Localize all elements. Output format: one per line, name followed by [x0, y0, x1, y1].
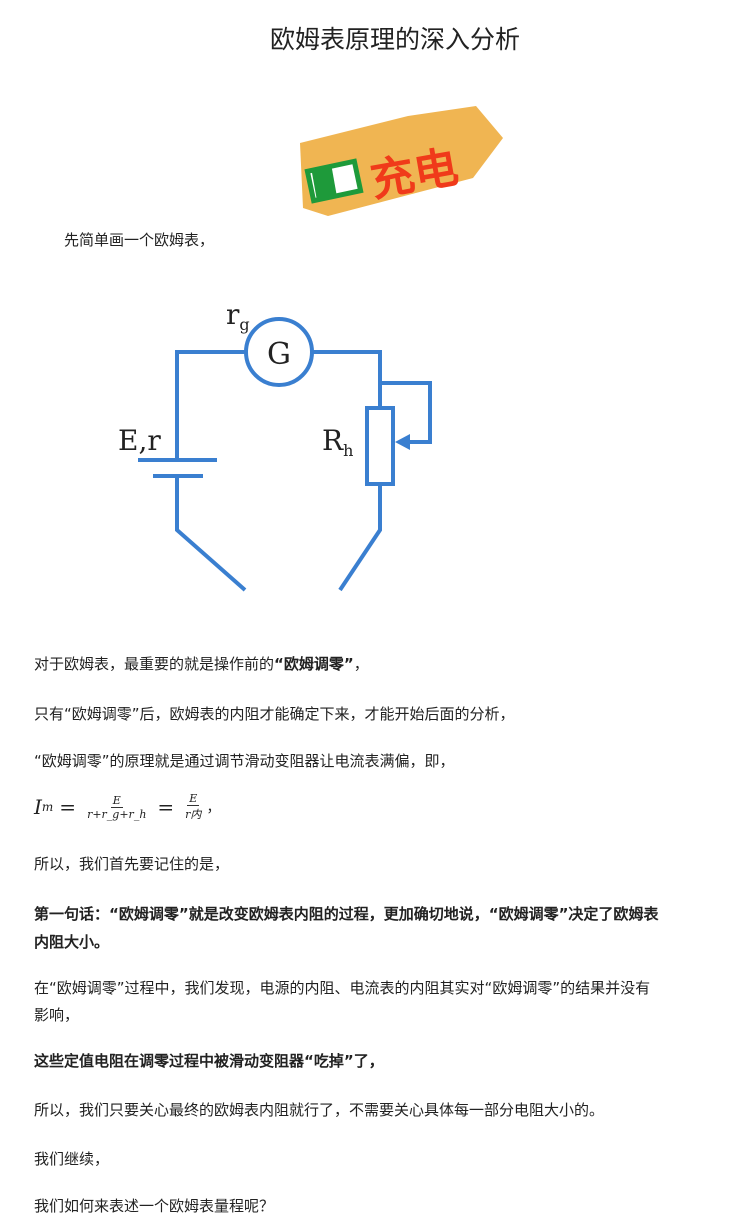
paragraph-5-line-2: 内阻大小。: [34, 933, 110, 951]
paragraph-5-line-1: 第一句话：“欧姆调零”就是改变欧姆表内阻的过程，更加确切地说，“欧姆调零”决定了…: [34, 905, 659, 923]
battery-label: E,r: [118, 424, 161, 457]
page-title: 欧姆表原理的深入分析: [269, 25, 520, 54]
paragraph-6-line-2: 影响，: [34, 1006, 80, 1024]
circuit-wires: [138, 317, 432, 592]
charging-sticker-image: 充电: [300, 106, 503, 216]
paragraph-2: 只有“欧姆调零”后，欧姆表的内阻才能确定下来，才能开始后面的分析，: [34, 705, 515, 723]
paragraph-3: “欧姆调零”的原理就是通过调节滑动变阻器让电流表满偏，即，: [34, 752, 455, 770]
intro-text: 先简单画一个欧姆表，: [64, 231, 215, 249]
paragraph-4: 所以，我们首先要记住的是，: [34, 855, 230, 873]
paragraph-10: 我们如何来表述一个欧姆表量程呢？: [34, 1197, 275, 1215]
paragraph-9: 我们继续，: [34, 1150, 110, 1168]
rg-label: rg: [226, 298, 250, 334]
ohmmeter-circuit-diagram: G rg E,r Rh: [118, 298, 432, 592]
paragraph-8: 所以，我们只要关心最终的欧姆表内阻就行了，不需要关心具体每一部分电阻大小的。: [34, 1101, 605, 1119]
paragraph-7: 这些定值电阻在调零过程中被滑动变阻器“吃掉”了，: [34, 1052, 384, 1070]
paragraph-6-line-1: 在“欧姆调零”过程中，我们发现，电源的内阻、电流表的内阻其实对“欧姆调零”的结果…: [34, 979, 651, 997]
slider-arrow-icon: [395, 434, 410, 450]
paragraph-1: 对于欧姆表，最重要的就是操作前的“欧姆调零”，: [34, 655, 369, 673]
rh-label: Rh: [322, 424, 353, 460]
galvanometer-label: G: [267, 337, 291, 372]
